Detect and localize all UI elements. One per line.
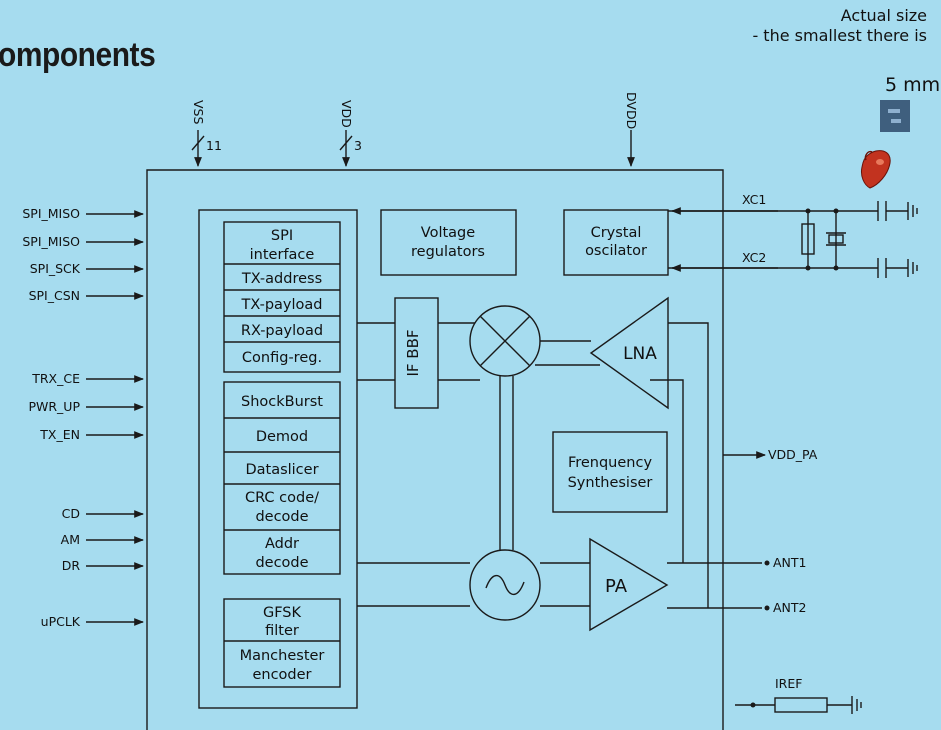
rx-payload-label: RX-payload (241, 323, 323, 339)
pin-label-spi-miso-1: SPI_MISO (22, 206, 80, 221)
chip-size-label: 5 mm (885, 74, 941, 96)
vss-bus-width: 11 (206, 138, 222, 153)
gfsk-label-1: GFSK (263, 605, 302, 621)
gfsk-label-2: filter (265, 623, 299, 639)
oscillator-symbol (469, 549, 541, 621)
pin-label-ant2: ANT2 (773, 600, 807, 615)
power-pin-vss: VSS (191, 100, 206, 124)
pin-label-dr: DR (62, 558, 81, 573)
addr-label-2: decode (255, 555, 308, 571)
pin-label-am: AM (61, 532, 80, 547)
power-pin-dvdd: DVDD (624, 92, 639, 129)
demod-label: Demod (256, 429, 308, 445)
manchester-label-1: Manchester (240, 648, 325, 664)
lna-amplifier (589, 296, 669, 410)
voltage-regulators-label-2: regulators (411, 244, 485, 260)
pa-label: PA (605, 576, 628, 597)
page-title: omponents (0, 36, 156, 74)
pin-label-vdd-pa: VDD_PA (768, 447, 818, 462)
crystal-oscillator-label-2: oscilator (585, 243, 647, 259)
tx-address-label: TX-address (241, 271, 322, 287)
pin-label-spi-miso-2: SPI_MISO (22, 234, 80, 249)
xtal-resistor (801, 223, 815, 255)
pin-label-pwr-up: PWR_UP (28, 399, 80, 414)
pin-label-xc2: XC2 (742, 250, 766, 265)
config-reg-label: Config-reg. (242, 350, 322, 366)
pin-label-tx-en: TX_EN (39, 427, 80, 442)
tx-payload-label: TX-payload (241, 297, 323, 313)
frequency-synthesiser-block (552, 431, 668, 513)
crystal-oscillator-label-1: Crystal (591, 225, 642, 241)
pin-label-xc1: XC1 (742, 192, 766, 207)
addr-label-1: Addr (265, 536, 299, 552)
pin-label-upclk: uPCLK (41, 614, 81, 629)
power-pin-vdd: VDD (339, 100, 354, 128)
pin-label-spi-sck: SPI_SCK (30, 261, 81, 276)
freq-synth-label-1: Frenquency (568, 455, 653, 471)
pin-label-iref: IREF (775, 676, 802, 691)
pin-label-cd: CD (62, 506, 80, 521)
size-note: Actual size - the smallest there is (752, 6, 927, 46)
crc-label-2: decode (255, 509, 308, 525)
pin-label-trx-ce: TRX_CE (31, 371, 80, 386)
crystal-oscillator-block (563, 209, 669, 276)
if-bbf-label: IF BBF (404, 329, 422, 376)
freq-synth-label-2: Synthesiser (568, 475, 653, 491)
if-bbf-block (394, 297, 439, 409)
control-block-group (198, 209, 358, 709)
pin-label-spi-csn: SPI_CSN (29, 288, 80, 303)
shockburst-label: ShockBurst (241, 394, 323, 410)
vdd-bus-width: 3 (354, 138, 362, 153)
size-note-line2: - the smallest there is (752, 26, 927, 45)
voltage-regulators-label-1: Voltage (421, 225, 475, 241)
lna-label: LNA (623, 344, 657, 364)
iref-resistor (774, 697, 828, 713)
chip-photo (880, 100, 910, 132)
pin-label-ant1: ANT1 (773, 555, 807, 570)
dataslicer-label: Dataslicer (245, 462, 318, 478)
chip-outline (146, 169, 724, 730)
crc-label-1: CRC code/ (245, 490, 319, 506)
size-note-line1: Actual size (840, 6, 927, 25)
manchester-label-2: encoder (252, 667, 311, 683)
spi-interface-label-2: interface (250, 247, 315, 263)
pa-amplifier (589, 537, 669, 632)
heart-illustration (861, 150, 891, 189)
voltage-regulators-block (380, 209, 517, 276)
spi-interface-label-1: SPI (271, 228, 293, 244)
